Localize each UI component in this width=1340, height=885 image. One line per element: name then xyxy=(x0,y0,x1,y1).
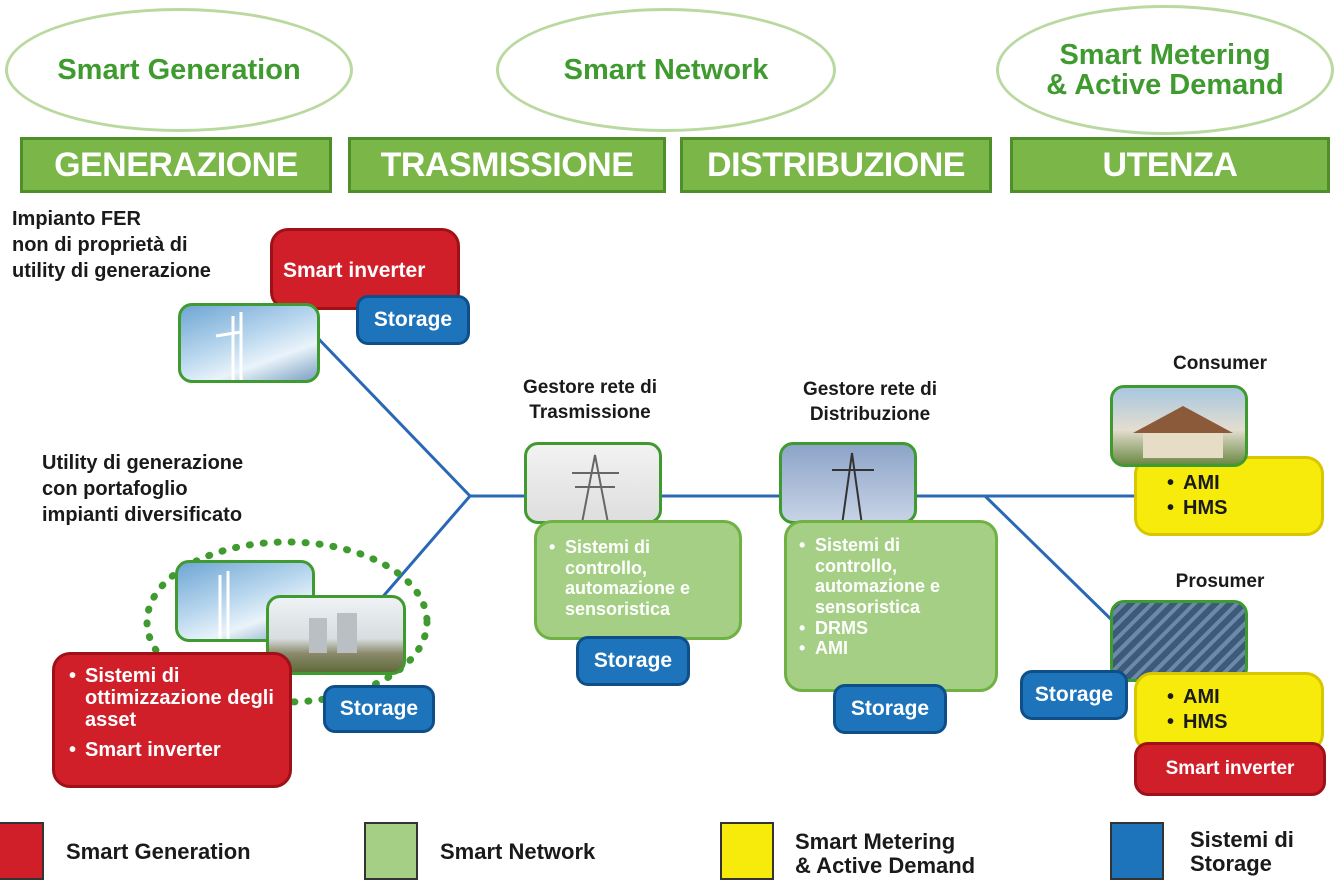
prosumer-item: AMI xyxy=(1165,685,1321,710)
stage-trasmissione: TRASMISSIONE xyxy=(348,137,666,193)
consumer-photo xyxy=(1110,385,1248,467)
legend-label-metering: Smart Metering & Active Demand xyxy=(795,829,976,879)
legend-label-generation: Smart Generation xyxy=(66,839,251,864)
category-smart-network: Smart Network xyxy=(496,8,836,132)
category-smart-metering: Smart Metering & Active Demand xyxy=(996,5,1334,135)
tso-green-box: Sistemi di controllo, automazione e sens… xyxy=(534,520,742,640)
tso-label: Gestore rete di Trasmissione xyxy=(522,377,658,423)
consumer-item: AMI xyxy=(1165,471,1321,496)
legend-swatch-storage xyxy=(1110,822,1164,880)
tso-item: Sistemi di controllo, automazione e sens… xyxy=(547,537,729,620)
dso-label: Gestore rete di Distribuzione xyxy=(802,379,938,425)
tso-photo xyxy=(524,442,662,524)
prosumer-photo xyxy=(1110,600,1248,682)
prosumer-storage-box: Storage xyxy=(1020,670,1128,720)
fer-plant-photo xyxy=(178,303,320,383)
fer-storage-box: Storage xyxy=(356,295,470,345)
utility-red-box: Sistemi di ottimizzazione degli asset Sm… xyxy=(52,652,292,788)
dso-storage-box: Storage xyxy=(833,684,947,734)
consumer-item: HMS xyxy=(1165,496,1321,521)
stage-distribuzione: DISTRIBUZIONE xyxy=(680,137,992,193)
line-fer-hub xyxy=(308,328,472,498)
dso-item: Sistemi di controllo, automazione e sens… xyxy=(797,535,985,618)
dso-green-box: Sistemi di controllo, automazione e sens… xyxy=(784,520,998,692)
utility-label: Utility di generazione con portafoglio i… xyxy=(42,452,244,526)
prosumer-smart-inverter-box: Smart inverter xyxy=(1134,742,1326,796)
prosumer-yellow-box: AMI HMS xyxy=(1134,672,1324,752)
legend-label-storage: Sistemi di Storage xyxy=(1190,827,1294,877)
utility-storage-box: Storage xyxy=(323,685,435,733)
tso-storage-box: Storage xyxy=(576,636,690,686)
stage-utenza: UTENZA xyxy=(1010,137,1330,193)
utility-item: Smart inverter xyxy=(67,739,277,761)
stage-generazione: GENERAZIONE xyxy=(20,137,332,193)
line-utility-hub xyxy=(378,495,472,601)
legend-swatch-metering xyxy=(720,822,774,880)
legend-label-network: Smart Network xyxy=(440,839,596,864)
dso-item: AMI xyxy=(797,638,985,659)
prosumer-label: Prosumer xyxy=(1175,571,1265,592)
fer-plant-label: Impianto FER non di proprietà di utility… xyxy=(12,208,211,282)
legend-swatch-generation xyxy=(0,822,44,880)
legend-swatch-network xyxy=(364,822,418,880)
prosumer-item: HMS xyxy=(1165,710,1321,735)
utility-dotted-outline xyxy=(143,538,431,706)
consumer-label: Consumer xyxy=(1173,353,1267,374)
category-smart-generation: Smart Generation xyxy=(5,8,353,132)
dso-photo xyxy=(779,442,917,524)
dso-item: DRMS xyxy=(797,618,985,639)
line-dso-prosumer xyxy=(983,494,1124,632)
consumer-yellow-box: AMI HMS xyxy=(1134,456,1324,536)
utility-item: Sistemi di ottimizzazione degli asset xyxy=(67,665,277,731)
